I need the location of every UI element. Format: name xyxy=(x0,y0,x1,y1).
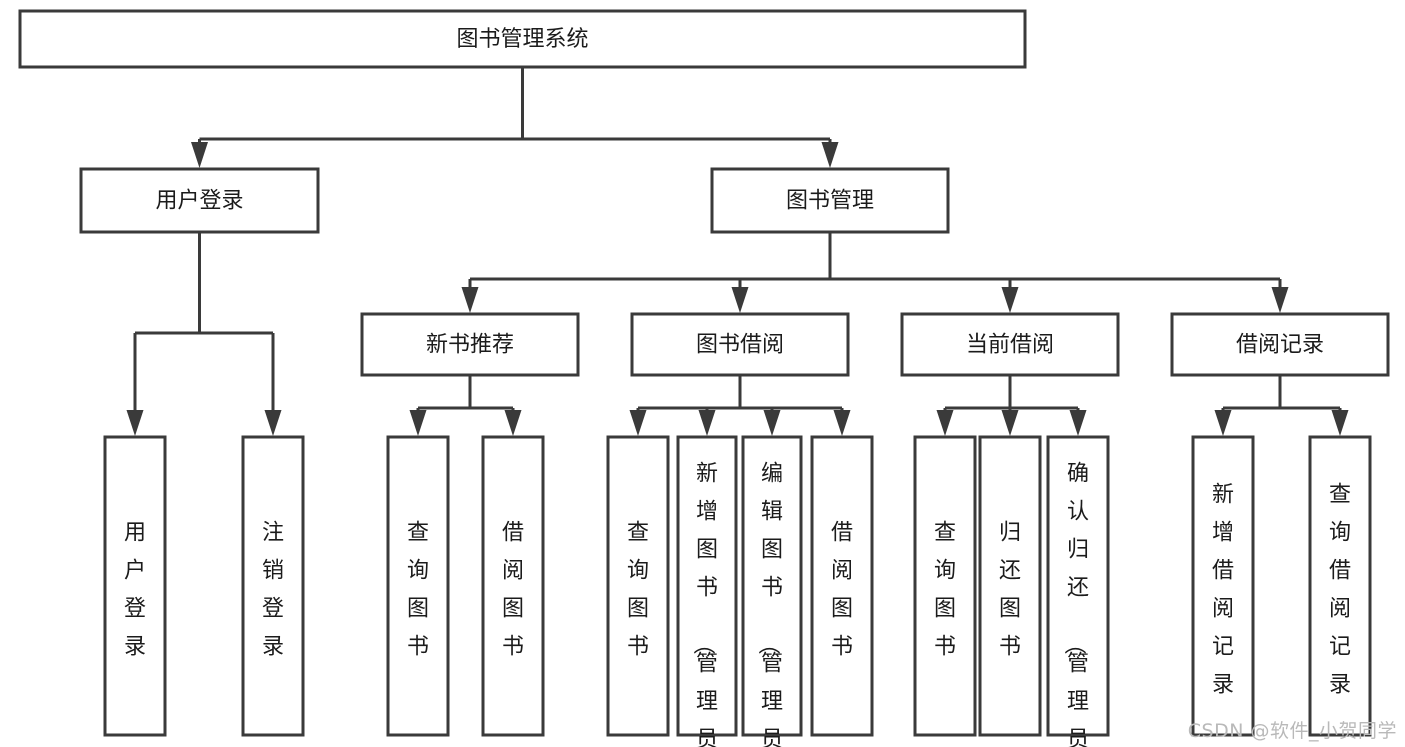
edges-layer xyxy=(126,67,1349,436)
node-box[interactable] xyxy=(606,435,670,737)
node-l13[interactable]: 查询借阅记录 xyxy=(1308,435,1372,737)
node-label: 图书管理 xyxy=(786,189,874,214)
node-l7[interactable]: 编辑图书（管理员） xyxy=(741,435,803,747)
arrow-head-icon xyxy=(1069,410,1087,436)
edge-group-login xyxy=(126,232,282,436)
node-label: 新增图书（管理员） xyxy=(690,462,718,747)
edge-group-current xyxy=(936,375,1087,436)
node-box[interactable] xyxy=(386,435,450,737)
node-label: 归还图书 xyxy=(999,521,1021,660)
node-label: 查询借阅记录 xyxy=(1329,483,1351,698)
arrow-head-icon xyxy=(1001,287,1019,313)
arrow-head-icon xyxy=(629,410,647,436)
node-l5[interactable]: 查询图书 xyxy=(606,435,670,737)
edge-group-borrow xyxy=(629,375,851,436)
node-box[interactable] xyxy=(810,435,874,737)
node-box[interactable] xyxy=(79,167,320,234)
arrow-head-icon xyxy=(126,410,144,436)
node-label: 用户登录 xyxy=(124,521,146,660)
node-l4[interactable]: 借阅图书 xyxy=(481,435,545,737)
watermark: CSDN @软件_小贺同学 xyxy=(1187,720,1397,742)
node-label: 用户登录 xyxy=(155,189,243,214)
node-root[interactable]: 图书管理系统 xyxy=(18,9,1027,69)
node-label: 图书管理系统 xyxy=(456,27,588,52)
arrow-head-icon xyxy=(1214,410,1232,436)
node-label: 借阅图书 xyxy=(502,521,524,660)
node-box[interactable] xyxy=(481,435,545,737)
node-records[interactable]: 借阅记录 xyxy=(1170,312,1390,377)
node-box[interactable] xyxy=(18,9,1027,69)
edge-group-records xyxy=(1214,375,1349,436)
node-label: 查询图书 xyxy=(407,521,429,660)
node-l8[interactable]: 借阅图书 xyxy=(810,435,874,737)
node-label: 编辑图书（管理员） xyxy=(755,462,783,747)
node-box[interactable] xyxy=(360,312,580,377)
edge-group-root xyxy=(191,67,839,168)
node-box[interactable] xyxy=(978,435,1042,737)
node-box[interactable] xyxy=(900,312,1120,377)
node-borrow[interactable]: 图书借阅 xyxy=(630,312,850,377)
node-box[interactable] xyxy=(1046,435,1110,737)
arrow-head-icon xyxy=(409,410,427,436)
node-l6[interactable]: 新增图书（管理员） xyxy=(676,435,738,747)
node-label: 查询图书 xyxy=(627,521,649,660)
node-l2[interactable]: 注销登录 xyxy=(241,435,305,737)
node-box[interactable] xyxy=(630,312,850,377)
arrow-head-icon xyxy=(821,142,839,168)
node-label: 确认归还（管理员） xyxy=(1061,462,1089,747)
arrow-head-icon xyxy=(1001,410,1019,436)
edge-group-newrec xyxy=(409,375,522,436)
arrow-head-icon xyxy=(936,410,954,436)
node-box[interactable] xyxy=(241,435,305,737)
node-box[interactable] xyxy=(1170,312,1390,377)
nodes-layer: 图书管理系统用户登录图书管理新书推荐图书借阅当前借阅借阅记录用户登录注销登录查询… xyxy=(18,9,1390,747)
node-newrec[interactable]: 新书推荐 xyxy=(360,312,580,377)
arrow-head-icon xyxy=(461,287,479,313)
node-l9[interactable]: 查询图书 xyxy=(913,435,977,737)
arrow-head-icon xyxy=(1331,410,1349,436)
arrow-head-icon xyxy=(191,142,208,168)
arrow-head-icon xyxy=(1271,287,1289,313)
node-l11[interactable]: 确认归还（管理员） xyxy=(1046,435,1110,747)
node-label: 注销登录 xyxy=(262,521,284,660)
node-login[interactable]: 用户登录 xyxy=(79,167,320,234)
node-l1[interactable]: 用户登录 xyxy=(103,435,167,737)
node-bookmgmt[interactable]: 图书管理 xyxy=(710,167,950,234)
node-label: 借阅记录 xyxy=(1236,333,1324,358)
node-box[interactable] xyxy=(1191,435,1255,737)
arrow-head-icon xyxy=(731,287,749,313)
node-label: 新书推荐 xyxy=(426,333,514,358)
arrow-head-icon xyxy=(264,410,282,436)
node-current[interactable]: 当前借阅 xyxy=(900,312,1120,377)
node-label: 查询图书 xyxy=(934,521,956,660)
arrow-head-icon xyxy=(833,410,851,436)
arrow-head-icon xyxy=(763,410,781,436)
node-l3[interactable]: 查询图书 xyxy=(386,435,450,737)
node-label: 当前借阅 xyxy=(966,333,1054,358)
node-box[interactable] xyxy=(1308,435,1372,737)
arrow-head-icon xyxy=(504,410,522,436)
arrow-head-icon xyxy=(698,410,716,436)
node-label: 借阅图书 xyxy=(831,521,853,660)
node-box[interactable] xyxy=(103,435,167,737)
edge-group-bookmgmt xyxy=(461,232,1289,313)
node-box[interactable] xyxy=(741,435,803,737)
node-box[interactable] xyxy=(913,435,977,737)
node-box[interactable] xyxy=(710,167,950,234)
node-label: 新增借阅记录 xyxy=(1212,483,1234,698)
node-l12[interactable]: 新增借阅记录 xyxy=(1191,435,1255,737)
node-box[interactable] xyxy=(676,435,738,737)
node-label: 图书借阅 xyxy=(696,333,784,358)
node-l10[interactable]: 归还图书 xyxy=(978,435,1042,737)
